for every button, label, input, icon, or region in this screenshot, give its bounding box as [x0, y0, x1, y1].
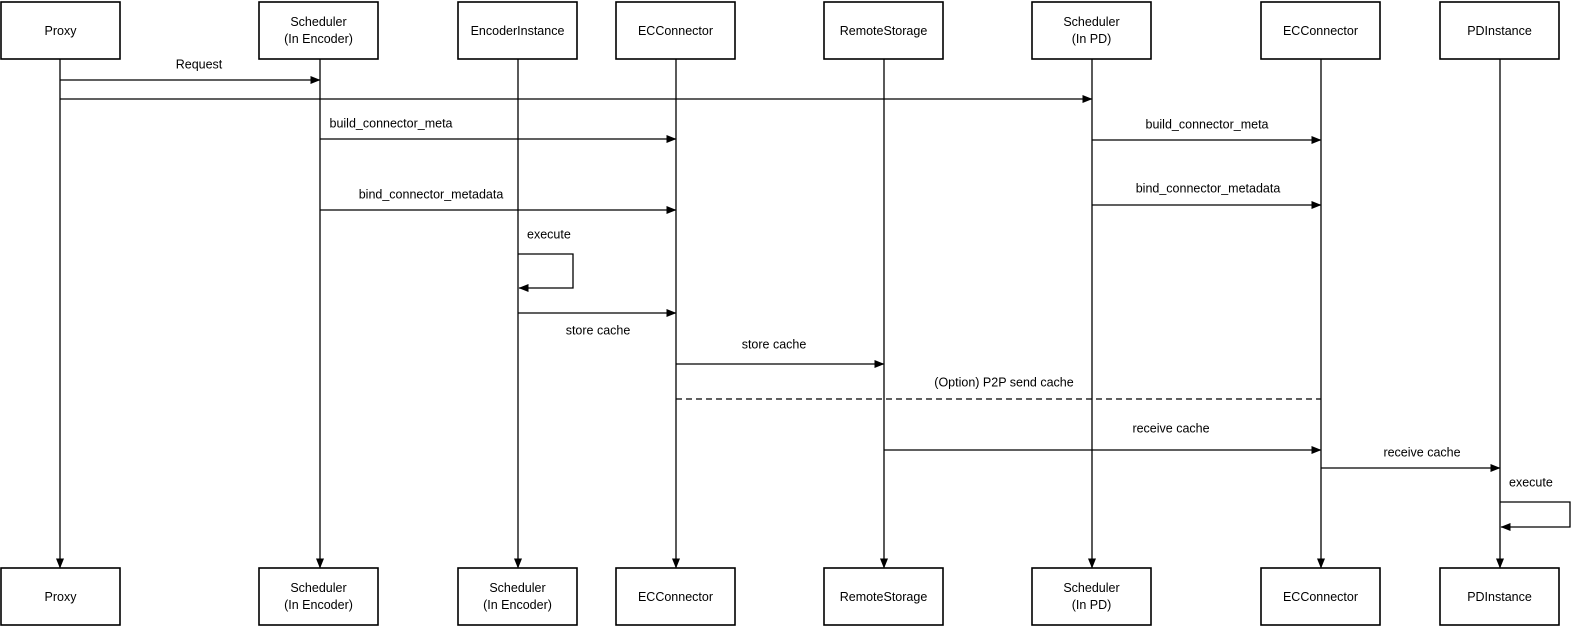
participant-top-label-secondary: (In Encoder)	[284, 32, 353, 46]
message-label-m11: receive cache	[1132, 421, 1209, 435]
participant-top-sched_enc[interactable]: Scheduler (In Encoder)	[258, 1, 379, 60]
participant-top-label-primary: ECConnector	[1283, 24, 1358, 38]
messages-layer: Request build_connector_meta build_connect…	[60, 57, 1501, 472]
message-m3[interactable]: build_connector_meta	[320, 116, 677, 143]
participant-bottom-label-primary: RemoteStorage	[840, 590, 928, 604]
message-m4[interactable]: build_connector_meta	[1092, 117, 1322, 144]
top-participant-boxes: Proxy Scheduler (In Encoder) EncoderInstanc…	[0, 1, 1560, 60]
participant-top-sched_pd[interactable]: Scheduler (In PD)	[1031, 1, 1152, 60]
participant-top-label-primary: Scheduler	[1063, 15, 1119, 29]
participant-top-ec_conn_pd[interactable]: ECConnector	[1260, 1, 1381, 60]
message-label-m1: Request	[176, 57, 223, 71]
participant-top-label-primary: RemoteStorage	[840, 24, 928, 38]
lifelines-layer	[56, 59, 1504, 569]
self-messages-layer: execute execute	[518, 227, 1571, 531]
message-m5[interactable]: bind_connector_metadata	[320, 187, 677, 214]
self-message-label-s2: execute	[1509, 475, 1553, 489]
participant-bottom-label-secondary: (In Encoder)	[483, 598, 552, 612]
bottom-participant-boxes: Proxy Scheduler (In Encoder) Scheduler (In E…	[0, 567, 1560, 626]
self-message-label-s1: execute	[527, 227, 571, 241]
participant-bottom-label-primary: Scheduler	[290, 581, 346, 595]
self-message-path-s2	[1500, 501, 1571, 531]
message-label-m8: store cache	[566, 323, 631, 337]
self-message-s1[interactable]: execute	[518, 227, 574, 292]
participant-bottom-label-secondary: (In Encoder)	[284, 598, 353, 612]
message-m12[interactable]: receive cache	[1321, 445, 1501, 472]
participant-bottom-remote_store_b[interactable]: RemoteStorage	[823, 567, 944, 626]
message-m8[interactable]: store cache	[566, 323, 631, 337]
participant-top-label-primary: EncoderInstance	[471, 24, 565, 38]
self-message-s2[interactable]: execute	[1500, 475, 1571, 531]
participant-bottom-label-primary: PDInstance	[1467, 590, 1532, 604]
participant-bottom-sched_enc_b[interactable]: Scheduler (In Encoder)	[258, 567, 379, 626]
participant-top-ec_conn_enc[interactable]: ECConnector	[615, 1, 736, 60]
participant-top-pd_inst[interactable]: PDInstance	[1439, 1, 1560, 60]
participant-bottom-label-primary: Scheduler	[489, 581, 545, 595]
message-label-m5: bind_connector_metadata	[359, 187, 504, 201]
message-label-m12: receive cache	[1383, 445, 1460, 459]
message-label-m10: (Option) P2P send cache	[934, 375, 1073, 389]
participant-bottom-pd_inst_b[interactable]: PDInstance	[1439, 567, 1560, 626]
participant-top-label-primary: ECConnector	[638, 24, 713, 38]
message-label-m6: bind_connector_metadata	[1136, 181, 1281, 195]
participant-top-label-primary: PDInstance	[1467, 24, 1532, 38]
message-label-m3: build_connector_meta	[330, 116, 453, 130]
message-label-m4: build_connector_meta	[1146, 117, 1269, 131]
participant-bottom-ec_conn_pd_b[interactable]: ECConnector	[1260, 567, 1381, 626]
message-m9[interactable]: store cache	[676, 337, 885, 368]
participant-top-label-primary: Proxy	[45, 24, 78, 38]
message-m10[interactable]: (Option) P2P send cache	[676, 375, 1321, 400]
participant-top-encoder_inst[interactable]: EncoderInstance	[457, 1, 578, 60]
participant-bottom-label-secondary: (In PD)	[1072, 598, 1112, 612]
participant-bottom-label-primary: Proxy	[45, 590, 78, 604]
message-label-m9: store cache	[742, 337, 807, 351]
message-m1[interactable]: Request	[60, 57, 321, 84]
message-m11[interactable]: receive cache	[884, 421, 1322, 454]
participant-top-label-primary: Scheduler	[290, 15, 346, 29]
message-m6[interactable]: bind_connector_metadata	[1092, 181, 1322, 209]
participant-top-remote_store[interactable]: RemoteStorage	[823, 1, 944, 60]
participant-bottom-ec_conn_enc_b[interactable]: ECConnector	[615, 567, 736, 626]
participant-bottom-proxy_b[interactable]: Proxy	[0, 567, 121, 626]
participant-top-proxy[interactable]: Proxy	[0, 1, 121, 60]
participant-bottom-label-primary: ECConnector	[638, 590, 713, 604]
self-message-path-s1	[518, 253, 574, 292]
participant-bottom-label-primary: ECConnector	[1283, 590, 1358, 604]
participant-bottom-sched_enc_b2[interactable]: Scheduler (In Encoder)	[457, 567, 578, 626]
participant-bottom-sched_pd_b[interactable]: Scheduler (In PD)	[1031, 567, 1152, 626]
participant-top-label-secondary: (In PD)	[1072, 32, 1112, 46]
participant-bottom-label-primary: Scheduler	[1063, 581, 1119, 595]
